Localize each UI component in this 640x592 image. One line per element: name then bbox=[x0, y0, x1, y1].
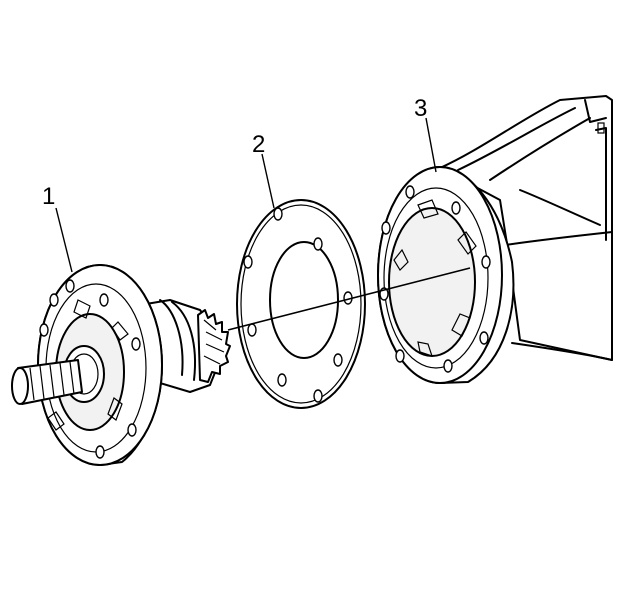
leader-line-1 bbox=[55, 207, 73, 273]
pinion-assembly-part-1 bbox=[11, 264, 231, 466]
callout-1: 1 bbox=[42, 183, 55, 210]
gasket-part-2 bbox=[236, 199, 366, 409]
callout-2: 2 bbox=[252, 131, 265, 158]
callout-3: 3 bbox=[414, 95, 427, 122]
alignment-line bbox=[227, 267, 471, 331]
leader-line-3 bbox=[425, 117, 437, 173]
housing-part-3 bbox=[377, 95, 613, 384]
leader-line-2 bbox=[261, 153, 275, 209]
